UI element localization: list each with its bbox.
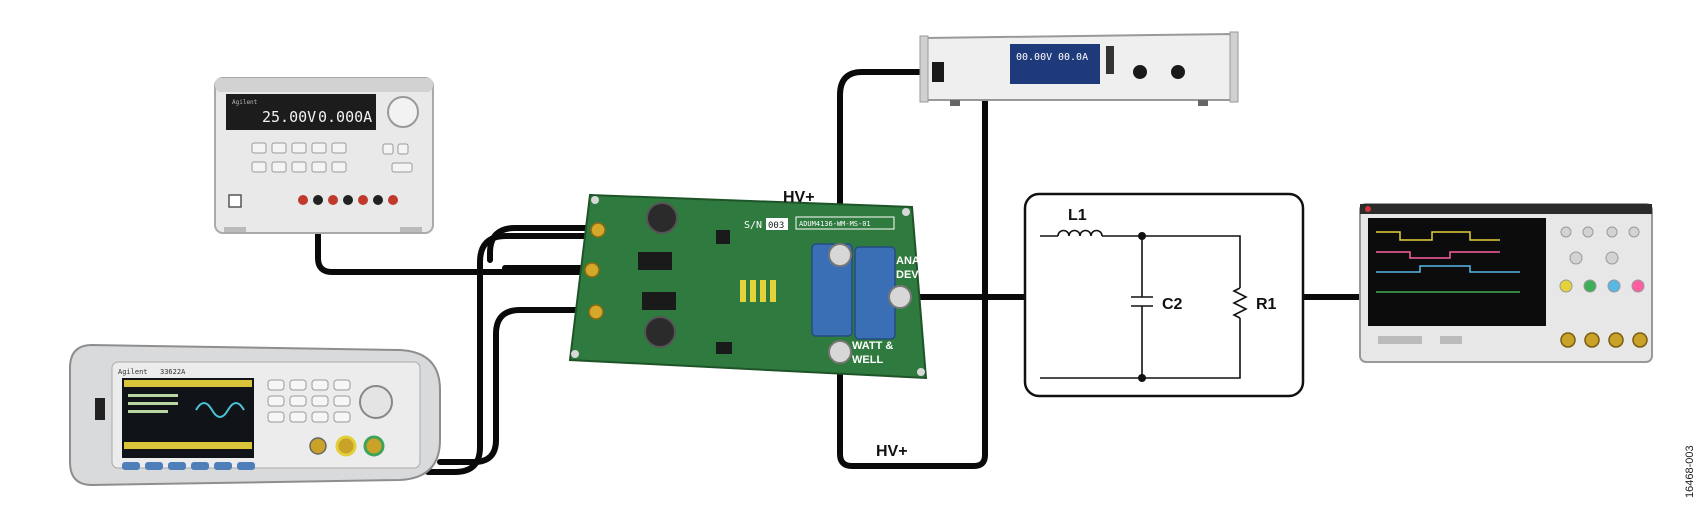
board-logo-line-1: ANALOG — [896, 255, 944, 267]
fg-knob — [359, 385, 393, 419]
filter-node-top — [1138, 232, 1146, 240]
dc-supply-brand: Agilent — [232, 99, 258, 106]
dc-supply-knob — [387, 96, 419, 128]
fg-keypad — [267, 379, 351, 423]
fg-softkeys — [122, 462, 255, 470]
filter-right-lower-wire — [1040, 318, 1241, 379]
hv-supply-knob-2 — [1171, 65, 1185, 79]
board-serial-box — [766, 218, 788, 230]
fg-brand: Agilent — [118, 368, 148, 376]
dc-supply-terminals — [298, 195, 398, 205]
dc-supply-current-readout: 0.000A — [318, 108, 372, 126]
dc-supply-voltage-readout: 25.00V — [262, 108, 316, 126]
hv-supply-screen — [1010, 44, 1100, 84]
board-capacitors — [811, 243, 896, 340]
evaluation-board: S/N 003 ADUM4136-WM-MS-01 ANALOG DEVICES… — [568, 193, 944, 380]
wire-board-top-loop — [487, 225, 595, 263]
resistor-r1 — [1232, 287, 1248, 319]
label-l1: L1 — [1068, 207, 1087, 224]
board-headers — [740, 280, 776, 302]
scope-controls — [1559, 226, 1645, 293]
function-generator: Agilent 33622A — [69, 343, 441, 487]
label-c2: C2 — [1162, 296, 1183, 313]
hv-current-readout: 00.0A — [1058, 52, 1088, 63]
wire-board-bottom — [437, 307, 593, 465]
board-serial-number: 003 — [768, 221, 784, 231]
scope-probe-inputs — [1560, 332, 1648, 348]
dc-power-supply: Agilent 25.00V 0.000A — [214, 77, 434, 234]
board-serial-label: S/N — [744, 220, 762, 231]
hv-power-supply: 00.00V 00.0A — [919, 31, 1239, 106]
fg-model: 33622A — [160, 368, 186, 376]
wire-dc-supply-to-board — [315, 230, 583, 275]
hv-supply-knob-1 — [1133, 65, 1147, 79]
hv-voltage-readout: 00.00V — [1016, 52, 1052, 63]
filter-top-wire-right — [1102, 235, 1241, 288]
board-logo-line-2: DEVICES — [896, 269, 944, 281]
board-sma-connectors — [584, 222, 606, 320]
board-mounting-holes — [571, 196, 925, 376]
oscilloscope — [1359, 203, 1653, 363]
hv-supply-switch — [932, 62, 944, 82]
fg-screen-waveform — [195, 402, 245, 418]
wire-hv-return — [837, 93, 988, 469]
label-hv-plus-bottom: HV+ — [876, 443, 908, 460]
dc-supply-keypad — [251, 142, 413, 173]
board-part-number: ADUM4136-WM-MS-01 — [799, 220, 871, 228]
figure-id: 16468-003 — [1684, 445, 1696, 498]
dc-supply-power-switch — [228, 194, 242, 208]
fg-port — [95, 398, 105, 420]
board-transformers — [644, 202, 678, 348]
label-r1: R1 — [1256, 296, 1277, 313]
fg-bnc-connectors — [309, 435, 385, 457]
output-filter: L1 C2 R1 — [1023, 192, 1305, 398]
wire-hv-top — [837, 69, 938, 248]
wires — [315, 69, 1363, 475]
board-power-terminals — [828, 243, 912, 364]
inductor-l1 — [1057, 229, 1103, 237]
board-logo2-line-2: WELL — [852, 354, 883, 366]
filter-node-bottom — [1138, 374, 1146, 382]
board-gate-driver-ics — [638, 230, 732, 354]
scope-traces — [1376, 231, 1520, 293]
filter-box — [1023, 192, 1305, 398]
board-logo2-line-1: WATT & — [852, 340, 893, 352]
label-hv-plus-top: HV+ — [783, 189, 815, 206]
wire-fg-to-board — [425, 233, 593, 475]
